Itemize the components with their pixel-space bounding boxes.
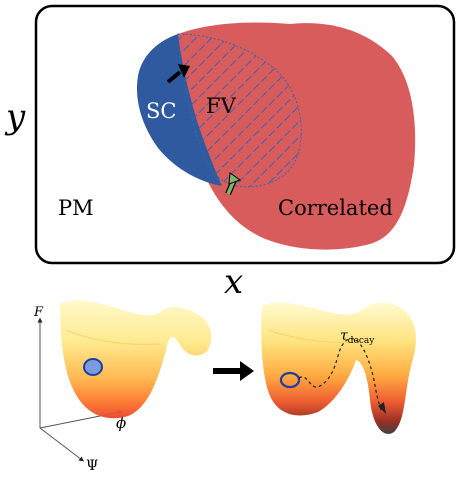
green-arrow xyxy=(225,172,242,196)
psi-axis-label: Ψ xyxy=(86,458,98,474)
fv-region xyxy=(177,33,302,188)
pm-label: PM xyxy=(58,196,94,220)
landscape-left-ridge xyxy=(65,329,161,345)
landscape-left-surface xyxy=(60,300,212,419)
phi-axis-label: ϕ xyxy=(116,414,126,432)
state-marker-left xyxy=(83,358,103,376)
transition-arrow xyxy=(213,361,254,381)
landscape-right-ridge xyxy=(267,329,357,343)
fv-label: FV xyxy=(206,94,237,118)
tau-decay-label: τdecay xyxy=(340,328,375,346)
x-axis-label: x xyxy=(224,262,243,302)
decay-path xyxy=(298,337,383,413)
f-axis-label: F xyxy=(33,305,44,320)
landscape-right-surface xyxy=(261,302,416,434)
black-arrow xyxy=(166,64,190,84)
sc-label: SC xyxy=(146,99,176,123)
decay-arrowhead xyxy=(378,402,386,414)
state-marker-right xyxy=(279,371,301,389)
y-axis-label: y xyxy=(4,97,26,137)
tau-subscript: decay xyxy=(348,336,375,346)
correlated-label: Correlated xyxy=(278,196,393,220)
tau-symbol: τ xyxy=(340,328,348,344)
